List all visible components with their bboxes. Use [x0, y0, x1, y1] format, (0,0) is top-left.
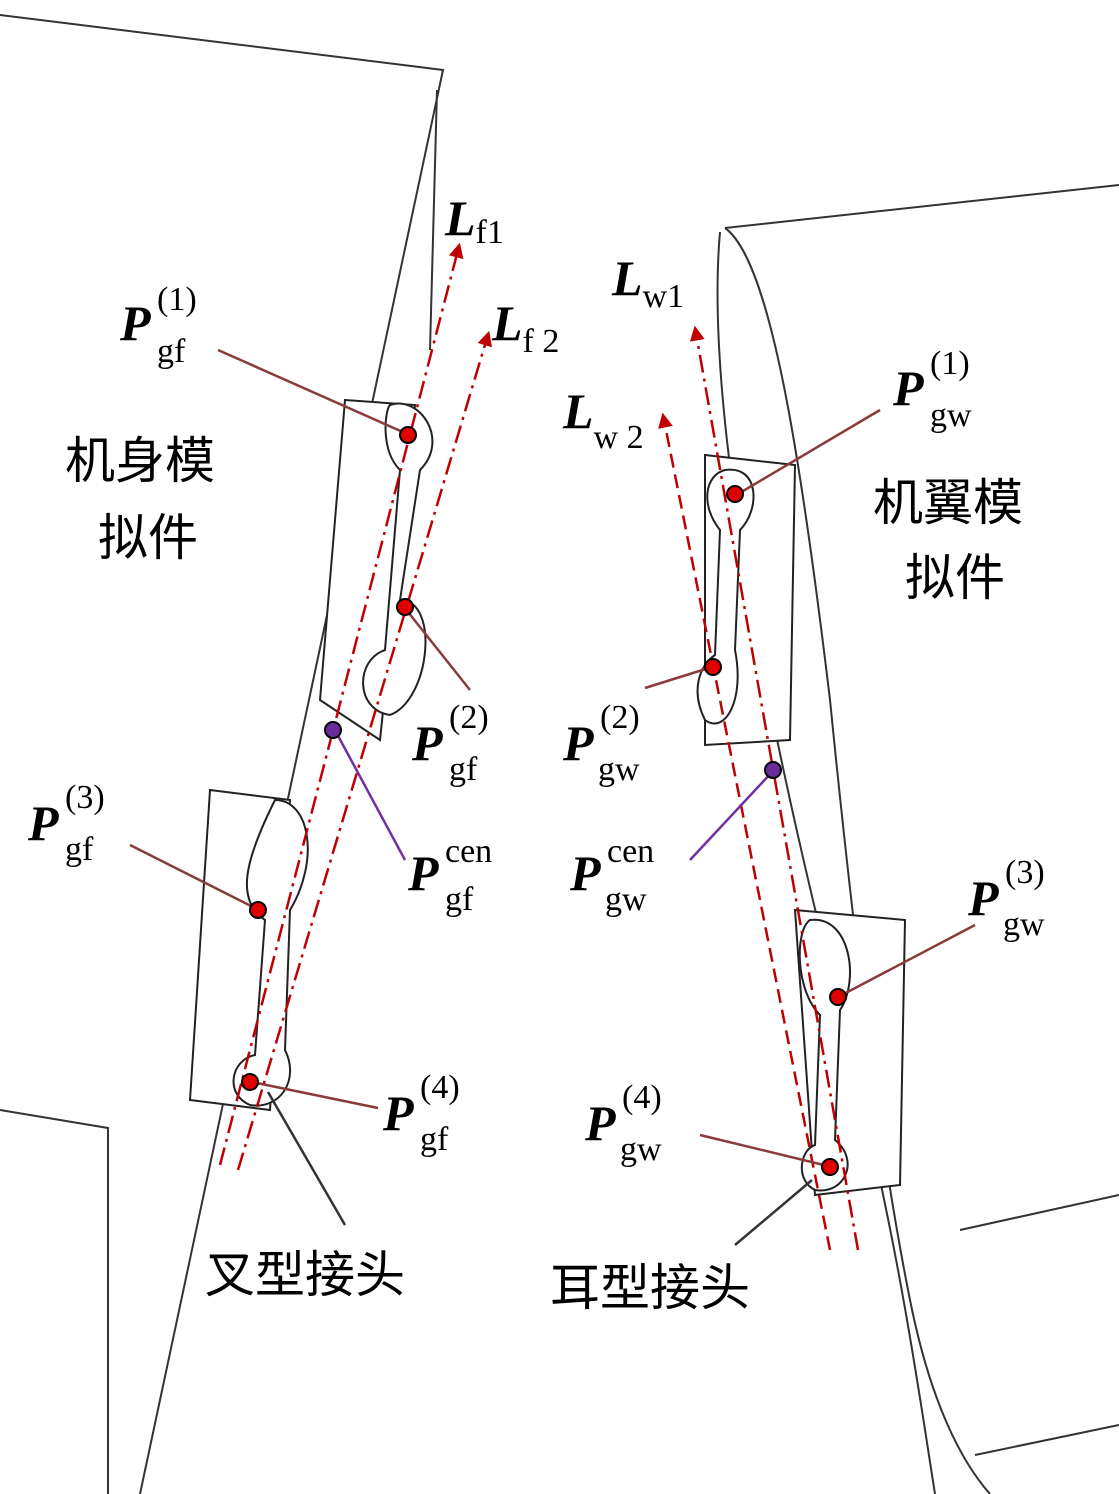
fork-joint-upper [318, 398, 434, 742]
svg-text:(2): (2) [600, 699, 640, 736]
point-gw3 [829, 988, 847, 1006]
svg-text:(1): (1) [930, 345, 970, 382]
label-gf2: P(2) gf [411, 699, 489, 788]
axis-Lw2-line [658, 412, 832, 1251]
svg-text:P: P [407, 845, 439, 901]
svg-text:gf: gf [420, 1121, 449, 1158]
label-Lw1: Lw1 [611, 250, 684, 315]
ear-joint-label: 耳型接头 [550, 1259, 750, 1317]
point-gf4 [241, 1073, 259, 1091]
point-gfcen [324, 721, 342, 739]
svg-text:(4): (4) [622, 1079, 662, 1116]
svg-text:(3): (3) [65, 779, 105, 816]
label-Lf1: Lf1 [444, 190, 504, 251]
svg-text:gw: gw [598, 751, 640, 788]
svg-text:P: P [27, 795, 59, 851]
axis-Lf1-line [218, 242, 464, 1166]
label-gw1: P(1) gw [892, 345, 972, 434]
svg-text:gw: gw [930, 397, 972, 434]
leader-lines [129, 348, 976, 1246]
points [241, 426, 847, 1176]
svg-text:gf: gf [445, 881, 474, 918]
ear-joint-upper [696, 453, 797, 747]
label-gf4: P(4) gf [382, 1069, 460, 1158]
wing-label-line1: 机翼模 [873, 474, 1023, 532]
axis-Lf2-line [236, 330, 493, 1171]
point-gf2 [396, 598, 414, 616]
svg-text:gw: gw [620, 1131, 662, 1168]
axis-Lw1-line [689, 325, 860, 1251]
label-Lf2: Lf 2 [491, 295, 559, 360]
point-gf3 [249, 901, 267, 919]
svg-text:(1): (1) [157, 281, 197, 318]
fork-joint-label: 叉型接头 [205, 1246, 405, 1304]
fuselage-label-line2: 拟件 [98, 509, 198, 567]
svg-text:P: P [562, 715, 594, 771]
svg-text:P: P [569, 845, 601, 901]
svg-text:gf: gf [157, 333, 186, 370]
svg-text:P: P [584, 1095, 616, 1151]
svg-text:(2): (2) [449, 699, 489, 736]
point-gf1 [399, 426, 417, 444]
svg-text:gw: gw [1003, 906, 1045, 943]
svg-text:P: P [967, 870, 999, 926]
svg-text:P: P [119, 295, 151, 351]
point-gwcen [764, 761, 782, 779]
svg-text:cen: cen [607, 833, 654, 870]
svg-text:(3): (3) [1005, 854, 1045, 891]
label-gw3: P(3) gw [967, 854, 1045, 943]
svg-text:gf: gf [65, 831, 94, 868]
label-gw2: P(2) gw [562, 699, 640, 788]
label-Lw2: Lw 2 [562, 383, 644, 456]
svg-text:(4): (4) [420, 1069, 460, 1106]
label-gf3: P(3) gf [27, 779, 105, 868]
svg-text:P: P [411, 715, 443, 771]
svg-text:gw: gw [605, 881, 647, 918]
svg-text:P: P [892, 360, 924, 416]
svg-text:cen: cen [445, 833, 492, 870]
fork-joint-lower [188, 788, 309, 1112]
svg-text:gf: gf [449, 751, 478, 788]
svg-text:P: P [382, 1085, 414, 1141]
label-gf1: P(1) gf [119, 281, 197, 370]
point-gw1 [726, 485, 744, 503]
point-gw2 [704, 658, 722, 676]
point-gw4 [821, 1158, 839, 1176]
label-gw4: P(4) gw [584, 1079, 662, 1168]
fuselage-label-line1: 机身模 [65, 432, 215, 490]
wing-label-line2: 拟件 [905, 549, 1005, 607]
ear-joint-lower [793, 908, 907, 1197]
